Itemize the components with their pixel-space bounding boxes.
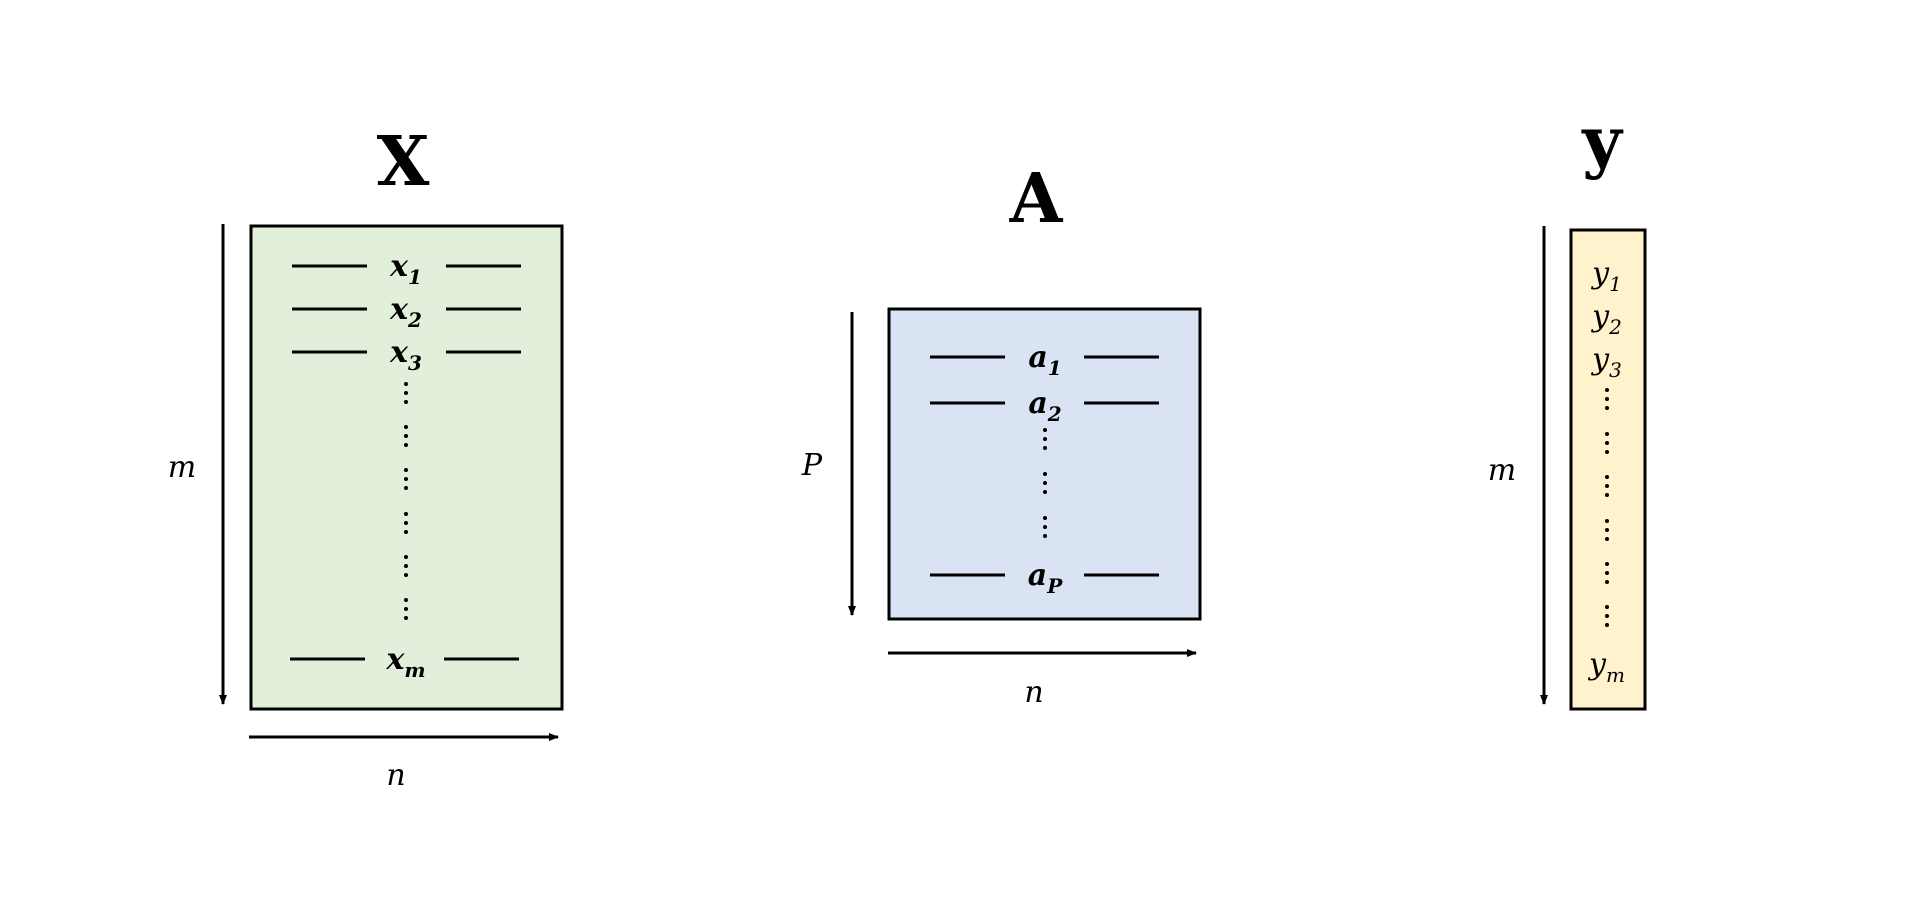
matrix-a-width-label: n — [1024, 675, 1043, 710]
matrix-a-row-1: a1 — [1028, 340, 1061, 380]
matrix-x-width-label: n — [386, 758, 405, 793]
matrix-x-box — [249, 224, 564, 711]
vector-y-row-2: y2 — [1590, 299, 1622, 339]
matrix-x-height-label: m — [168, 450, 196, 485]
vector-y-group: y y1 y2 y3 ym m — [1488, 102, 1647, 711]
matrix-a-box — [887, 307, 1202, 621]
vector-y-box — [1569, 228, 1647, 711]
vertical-ellipsis — [1043, 516, 1047, 538]
vertical-ellipsis — [1605, 562, 1609, 584]
matrix-a-height-label: P — [801, 448, 823, 483]
vector-y-row-1: y1 — [1590, 256, 1622, 296]
matrix-x-ellipsis — [404, 382, 408, 620]
matrix-x-row-2: x2 — [389, 292, 422, 332]
matrix-x-row-m: xm — [385, 642, 425, 682]
vector-y-height-label: m — [1488, 453, 1516, 488]
vertical-ellipsis — [1605, 475, 1609, 497]
matrix-x-title: X — [377, 122, 430, 202]
vertical-ellipsis — [404, 425, 408, 447]
matrix-x-row-1: x1 — [389, 249, 422, 289]
vector-y-row-3: y3 — [1590, 342, 1622, 382]
vertical-ellipsis — [404, 512, 408, 534]
vector-y-row-m: ym — [1587, 647, 1625, 687]
vertical-ellipsis — [1605, 432, 1609, 454]
vector-y-ellipsis — [1605, 388, 1609, 627]
vertical-ellipsis — [1043, 472, 1047, 494]
vertical-ellipsis — [404, 555, 408, 577]
matrix-x-row-3: x3 — [389, 335, 422, 375]
matrix-a-row-2: a2 — [1028, 386, 1061, 426]
vertical-ellipsis — [404, 598, 408, 620]
matrix-a-title: A — [1009, 159, 1064, 239]
matrix-x-group: X x1 x2 x3 xm m — [168, 122, 564, 793]
vertical-ellipsis — [1605, 605, 1609, 627]
vertical-ellipsis — [404, 382, 408, 404]
vector-y-title: y — [1581, 102, 1624, 182]
matrix-a-group: A a1 a2 aP P n — [801, 159, 1202, 710]
vertical-ellipsis — [1605, 519, 1609, 541]
vertical-ellipsis — [1043, 428, 1047, 450]
vertical-ellipsis — [404, 468, 408, 490]
matrix-a-ellipsis — [1043, 428, 1047, 538]
matrix-a-row-p: aP — [1028, 558, 1063, 598]
vertical-ellipsis — [1605, 388, 1609, 410]
